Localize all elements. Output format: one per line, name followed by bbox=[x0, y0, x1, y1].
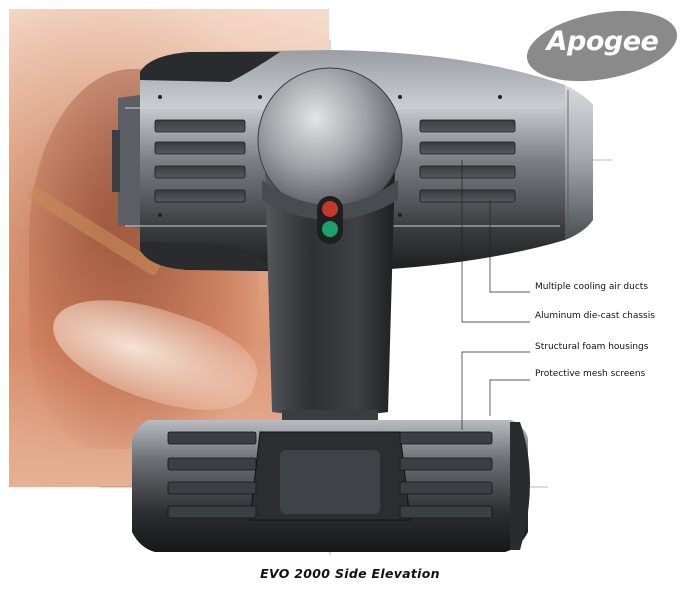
apogee-logo: Apogee bbox=[525, 10, 680, 82]
green-indicator-light bbox=[322, 221, 338, 237]
red-indicator-light bbox=[322, 201, 338, 217]
head-cooling-ducts bbox=[125, 95, 560, 227]
callout-cooling-ducts: Multiple cooling air ducts bbox=[535, 282, 649, 292]
callout-mesh-screens: Protective mesh screens bbox=[535, 369, 646, 379]
base-housing bbox=[132, 420, 530, 552]
callout-foam-housings: Structural foam housings bbox=[535, 342, 649, 352]
callout-die-cast-chassis: Aluminum die-cast chassis bbox=[535, 311, 655, 321]
figure-caption: EVO 2000 Side Elevation bbox=[260, 566, 440, 581]
logo-text: Apogee bbox=[546, 26, 659, 57]
logo-ellipse bbox=[526, 10, 678, 82]
callout-leaders bbox=[461, 160, 530, 430]
indicator-lights bbox=[317, 196, 343, 244]
base-mesh-screens bbox=[167, 431, 493, 519]
yoke-arm bbox=[257, 67, 403, 420]
